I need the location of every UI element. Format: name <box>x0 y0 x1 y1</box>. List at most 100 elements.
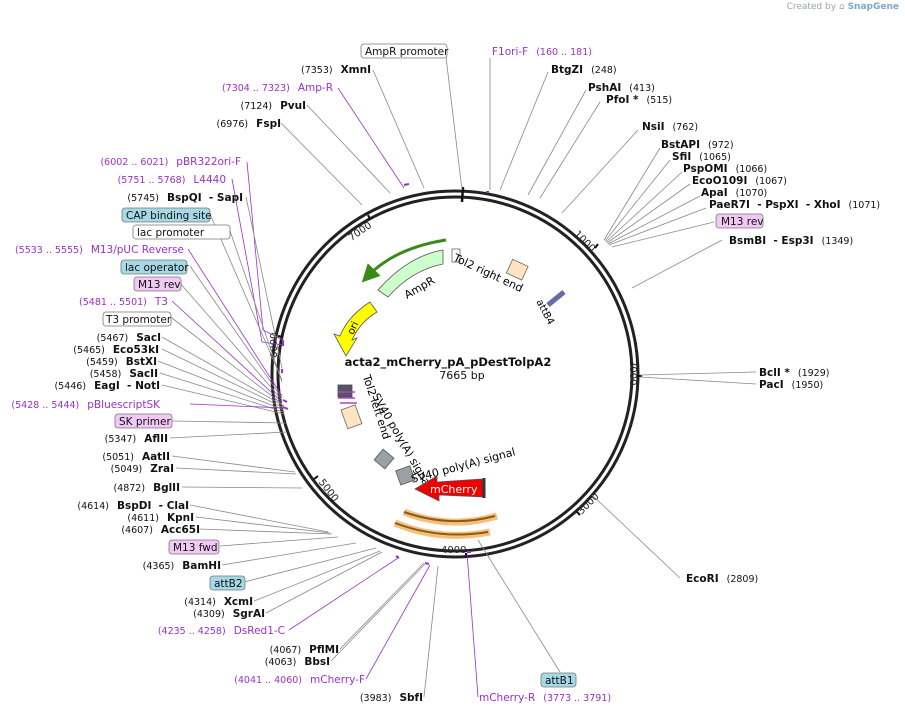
label-cap-binding-site: CAP binding site <box>126 210 212 222</box>
label-saci: (5467)SacI <box>97 332 161 344</box>
label-eagi-noti: (5446)EagI - NotI <box>54 380 160 392</box>
ori-arrow <box>333 301 378 357</box>
label-btgzi: BtgZI(248) <box>551 64 617 76</box>
label-lac-promoter: lac promoter <box>137 227 205 239</box>
plasmid-name: acta2_mCherry_pA_pDestTolpA2 <box>345 355 552 370</box>
primer-ring-marks <box>281 183 489 565</box>
label-mcherry-f: (4041 .. 4060)mCherry-F <box>234 674 365 686</box>
lac-promoter-box <box>132 224 231 240</box>
label-acc65i: (4607)Acc65I <box>121 524 200 536</box>
label-dsred1-c: (4235 .. 4258)DsRed1-C <box>158 625 285 637</box>
tol2-right-box <box>505 258 529 281</box>
m13-rev-left-box <box>133 276 182 292</box>
primer-arrow-1-core <box>403 511 496 523</box>
label-bspqi: (5745)BspQI - SapI <box>127 192 243 204</box>
ampr-arrow <box>377 249 444 298</box>
mcherry-label: mCherry <box>430 483 478 496</box>
mcherry-arrow <box>414 475 485 502</box>
label-pbr322ori-f: (6002 .. 6021)pBR322ori-F <box>100 156 241 168</box>
label-kpni: (4611)KpnI <box>127 512 194 524</box>
tol2-left-small <box>337 384 353 398</box>
left-labels: AmpR promoter (7353)XmnI (7304 .. 7323)A… <box>11 43 611 704</box>
label-bspdi-clai: (4614)BspDI - ClaI <box>77 500 189 512</box>
label-m13-fwd: M13 fwd <box>173 542 218 554</box>
label-lac-operator: lac operator <box>125 262 189 274</box>
primer-arrow-2-core <box>394 522 489 536</box>
tick-3000: 3000 <box>576 491 602 517</box>
label-bcli: BclI *(1929) <box>759 367 829 379</box>
feature-attb4: attB4 <box>533 290 566 327</box>
m13-fwd-box <box>168 539 220 555</box>
credit-prefix: Created by <box>786 2 837 12</box>
label-attb1: attB1 <box>545 675 574 687</box>
label-ecoo109i: EcoO109I(1067) <box>692 175 787 187</box>
label-bglii: (4872)BglII <box>113 482 180 494</box>
snapgene-logo-icon: ⌂ <box>838 2 845 12</box>
label-xcmi: (4314)XcmI <box>184 596 253 608</box>
label-t3-promoter: T3 promoter <box>105 314 172 326</box>
label-pvui: (7124)PvuI <box>240 100 306 112</box>
label-l4440: (5751 .. 5768)L4440 <box>118 174 226 186</box>
feature-amp-r: AmpR <box>361 238 447 302</box>
label-xmni: (7353)XmnI <box>301 64 371 76</box>
label-m13-rev-right: M13 rev <box>721 216 764 228</box>
label-m13-rev-left: M13 rev <box>138 279 181 291</box>
sv40-a-box <box>373 448 395 470</box>
right-labels: F1ori-F(160 .. 181) BtgZI(248) PshAI(413… <box>492 46 880 585</box>
tick-1000: 1000 <box>571 229 597 255</box>
label-t3: (5481 .. 5501)T3 <box>79 296 168 308</box>
label-sk-primer: SK primer <box>119 416 171 428</box>
label-bsmbi: BsmBI - Esp3I(1349) <box>729 235 853 247</box>
backbone-inner <box>276 195 634 553</box>
feature-tol2-right: Tol2 right end <box>450 248 529 295</box>
label-zrai: (5049)ZraI <box>111 463 174 475</box>
tick-6000: 6000 <box>269 333 280 358</box>
sv40-b-box <box>395 465 416 486</box>
label-sbfi: (3983)SbfI <box>360 692 423 704</box>
attb1-box <box>540 672 577 688</box>
tick-4000: 4000 <box>441 545 466 556</box>
label-eco53ki: (5465)Eco53kI <box>73 344 159 356</box>
attb4-marker <box>546 290 566 307</box>
feature-mcherry: mCherry <box>414 475 486 502</box>
label-aatii: (5051)AatII <box>102 451 170 463</box>
attb2-box <box>209 575 246 591</box>
tick-5000: 5000 <box>316 477 340 504</box>
feature-ori: ori <box>333 301 378 357</box>
label-bbsi: (4063)BbsI <box>265 656 330 668</box>
label-pshai: PshAI(413) <box>588 82 655 94</box>
label-ecori: EcoRI(2809) <box>686 573 758 585</box>
label-ampr-promoter: AmpR promoter <box>365 46 449 58</box>
label-pbluescriptsk: (5428 .. 5444)pBluescriptSK <box>11 399 161 411</box>
tick-2000: 2000 <box>627 360 638 385</box>
backbone-outer <box>270 189 640 559</box>
tol2-left-box <box>340 404 363 430</box>
ori-label: ori <box>346 320 361 336</box>
lac-operator-box <box>120 259 188 275</box>
created-by-credit: Created by ⌂ SnapGene <box>787 2 899 12</box>
label-bstapi: BstAPI(972) <box>661 139 734 151</box>
label-sfii: SfiI(1065) <box>672 151 731 163</box>
label-sacii: (5458)SacII <box>90 368 158 380</box>
credit-brand: SnapGene <box>847 2 899 12</box>
tol2-right-small <box>451 248 461 263</box>
label-paci: PacI(1950) <box>759 379 823 391</box>
label-f1ori-f: F1ori-F(160 .. 181) <box>492 46 592 58</box>
label-amp-r: (7304 .. 7323)Amp-R <box>222 82 333 94</box>
plasmid-length: 7665 bp <box>439 369 484 382</box>
sk-primer-box <box>114 413 173 429</box>
label-sgrai: (4309)SgrAI <box>193 608 265 620</box>
label-aflii: (5347)AflII <box>105 433 168 445</box>
label-attb2: attB2 <box>214 578 243 590</box>
label-pfoi: PfoI *(515) <box>606 94 672 106</box>
label-paer7i: PaeR7I - PspXI - XhoI(1071) <box>709 199 880 211</box>
label-bstxi: (5459)BstXI <box>86 356 157 368</box>
m13-rev-right-box <box>715 213 764 229</box>
position-ticks: 1000 2000 3000 4000 5000 6000 7000 <box>269 214 642 558</box>
label-pspomi: PspOMI(1066) <box>683 163 767 175</box>
label-fspi: (6976)FspI <box>217 118 281 130</box>
leaders-right <box>489 58 757 579</box>
leaders-left <box>157 56 561 698</box>
label-mcherry-r: mCherry-R(3773 .. 3791) <box>479 692 611 704</box>
